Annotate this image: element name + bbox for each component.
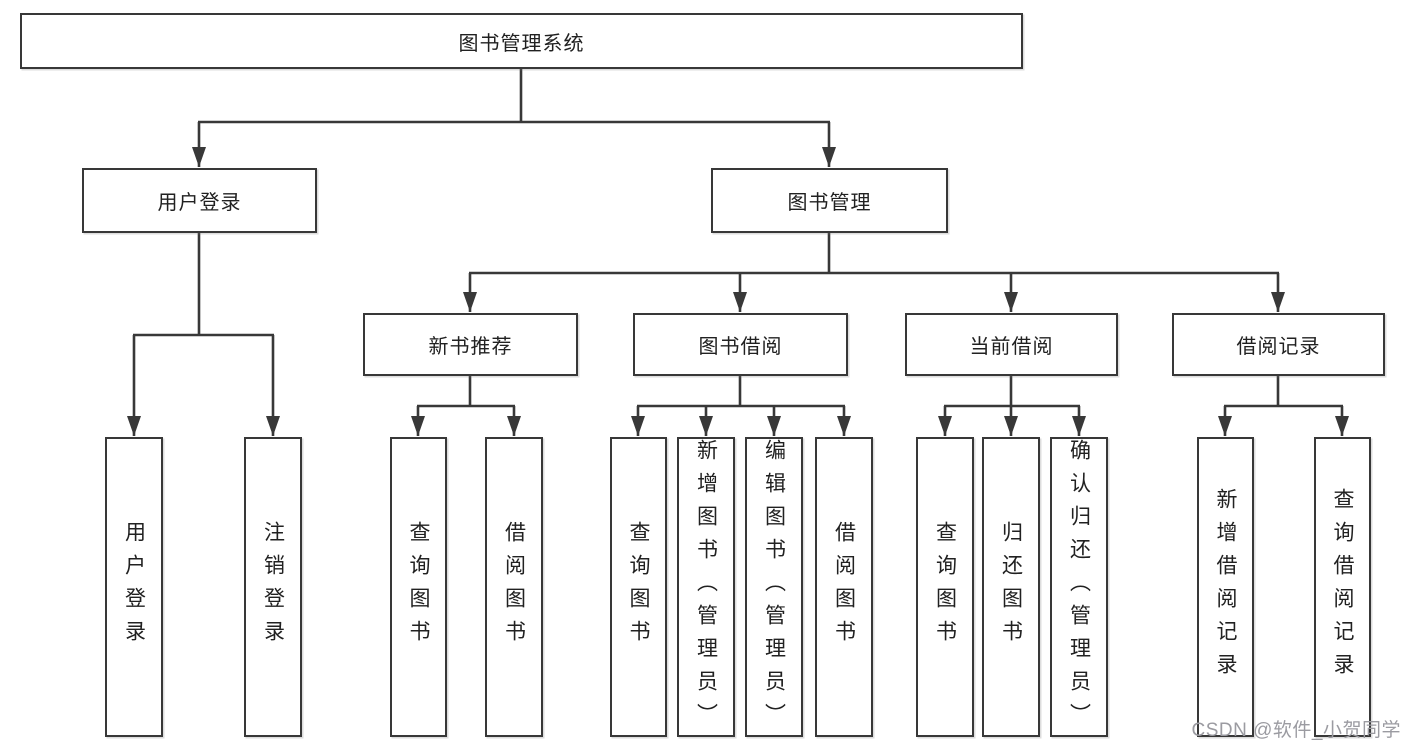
leaf-add-book-admin: 新增图书（管理员） [677, 437, 735, 737]
leaf-edit-book-admin: 编辑图书（管理员） [745, 437, 803, 737]
leaf-confirm-return-admin: 确认归还（管理员） [1050, 437, 1108, 737]
leaf-user-login: 用户登录 [105, 437, 163, 737]
leaf-add-borrow-record: 新增借阅记录 [1197, 437, 1254, 737]
node-user-login: 用户登录 [82, 168, 317, 233]
node-current-borrowing: 当前借阅 [905, 313, 1118, 376]
node-library-management-system: 图书管理系统 [20, 13, 1023, 69]
node-new-book-recommend: 新书推荐 [363, 313, 578, 376]
csdn-watermark: CSDN @软件_小贺同学 [1191, 720, 1401, 741]
node-book-management: 图书管理 [711, 168, 948, 233]
leaf-borrow-book-recommend: 借阅图书 [485, 437, 543, 737]
leaf-return-book: 归还图书 [982, 437, 1040, 737]
leaf-query-book-borrowing: 查询图书 [610, 437, 667, 737]
leaf-query-book-recommend: 查询图书 [390, 437, 447, 737]
leaf-logout: 注销登录 [244, 437, 302, 737]
node-book-borrowing: 图书借阅 [633, 313, 848, 376]
node-borrow-records: 借阅记录 [1172, 313, 1385, 376]
leaf-query-borrow-record: 查询借阅记录 [1314, 437, 1371, 737]
leaf-borrow-book-borrowing: 借阅图书 [815, 437, 873, 737]
leaf-query-book-current: 查询图书 [916, 437, 974, 737]
